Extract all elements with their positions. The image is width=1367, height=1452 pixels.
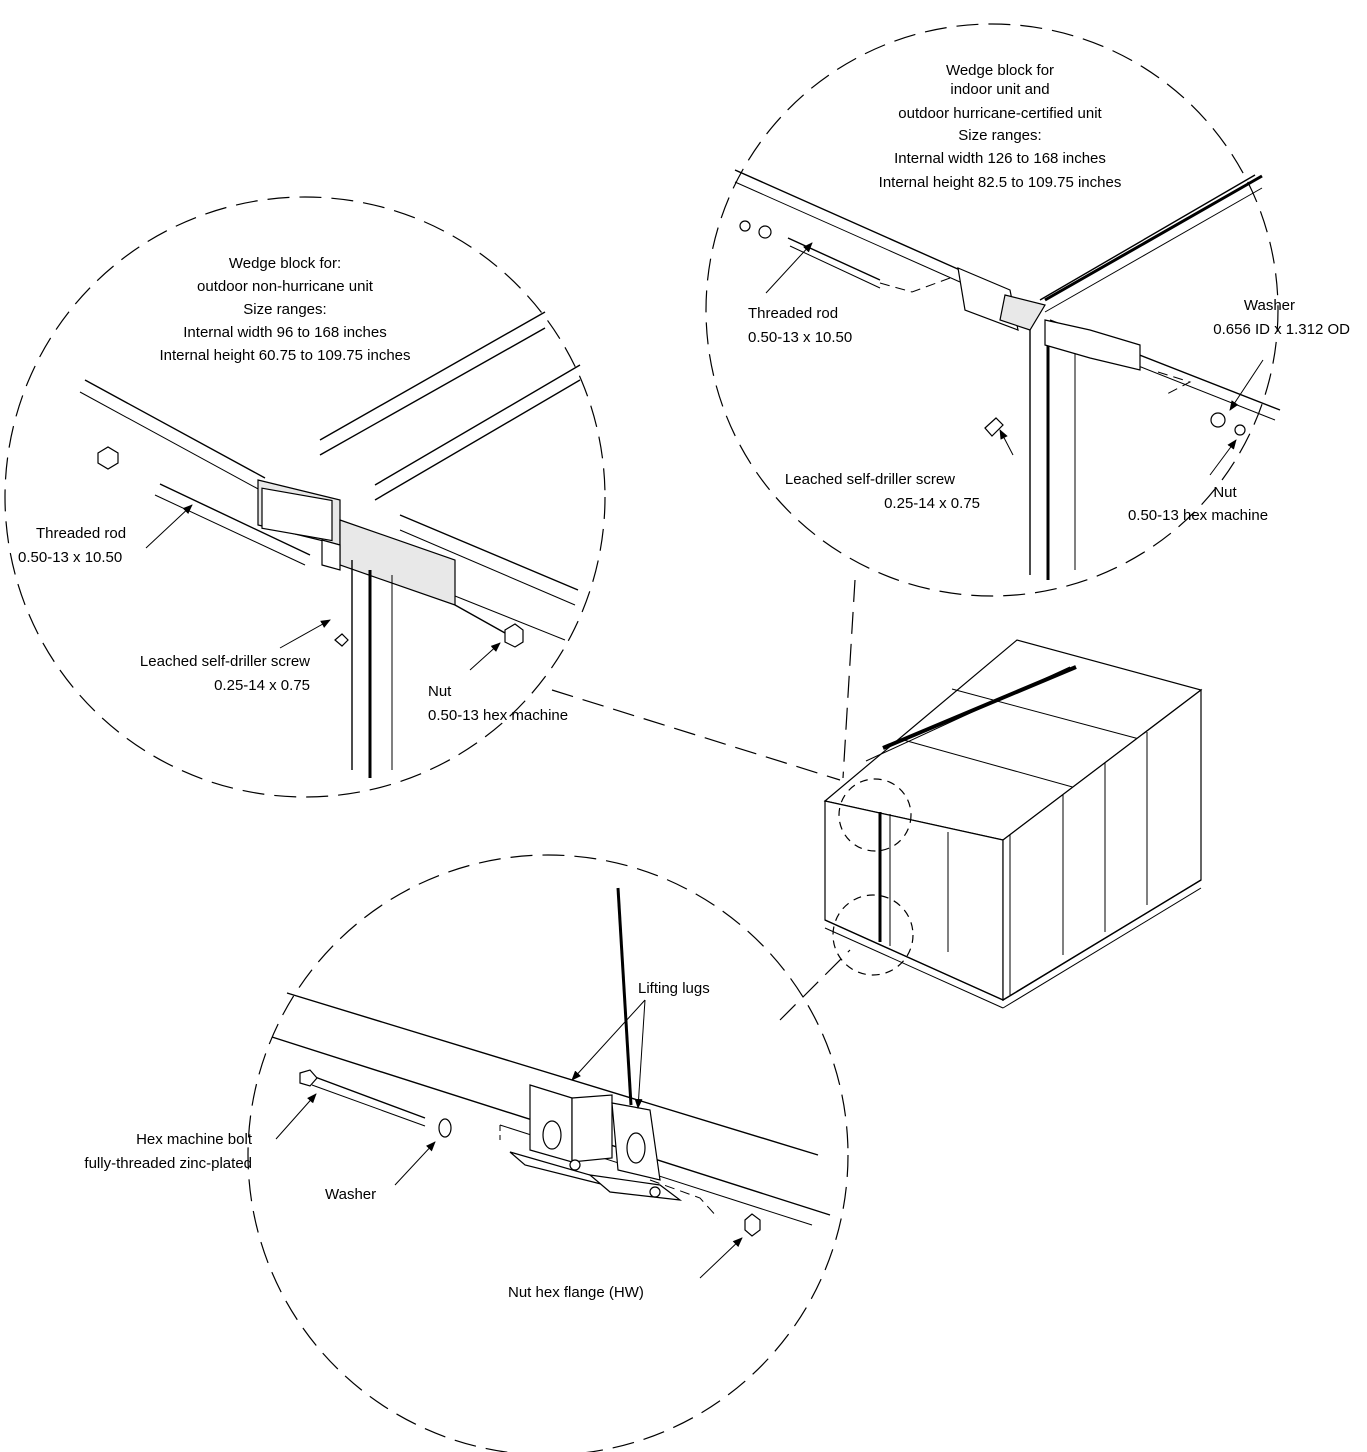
title-line: Internal width 126 to 168 inches (894, 150, 1106, 167)
label-hex-bolt: Hex machine bolt (136, 1131, 253, 1148)
label-washer-tr: Washer (1244, 297, 1295, 314)
title-line: Size ranges: (243, 301, 326, 318)
title-line: indoor unit and (950, 81, 1049, 98)
label-nut-tr-size: 0.50-13 hex machine (1128, 507, 1268, 524)
detail-bottom-drawing (271, 887, 831, 1237)
label-threaded-rod-tr-size: 0.50-13 x 10.50 (748, 329, 852, 346)
title-line: Internal width 96 to 168 inches (183, 324, 386, 341)
detail-circle-bottom (247, 854, 849, 1452)
label-screw-left-size: 0.25-14 x 0.75 (214, 677, 310, 694)
label-hex-bolt-spec: fully-threaded zinc-plated (84, 1155, 252, 1172)
label-threaded-rod-left: Threaded rod (36, 525, 126, 542)
label-nut-tr: Nut (1213, 484, 1237, 501)
title-line: Wedge block for: (229, 255, 341, 272)
rooftop-unit (823, 639, 1203, 1009)
label-threaded-rod-left-size: 0.50-13 x 10.50 (18, 549, 122, 566)
detail-left-drawing (79, 311, 581, 778)
label-washer-bottom: Washer (325, 1186, 376, 1203)
leader-bottom (779, 949, 851, 1021)
label-screw-tr-size: 0.25-14 x 0.75 (884, 495, 980, 512)
detail-top-right-title: Wedge block for indoor unit and outdoor … (879, 62, 1122, 191)
title-line: Internal height 82.5 to 109.75 inches (879, 174, 1122, 191)
label-nut-left-size: 0.50-13 hex machine (428, 707, 568, 724)
title-line: Wedge block for (946, 62, 1054, 79)
detail-left-title: Wedge block for: outdoor non-hurricane u… (159, 255, 410, 364)
label-washer-tr-size: 0.656 ID x 1.312 OD (1213, 321, 1350, 338)
label-screw-left: Leached self-driller screw (140, 653, 310, 670)
detail-circle-top-right (705, 23, 1279, 597)
label-threaded-rod-tr: Threaded rod (748, 305, 838, 322)
detail-circle-left (4, 196, 606, 798)
title-line: outdoor non-hurricane unit (197, 278, 374, 295)
label-nut-bottom: Nut hex flange (HW) (508, 1284, 644, 1301)
label-screw-tr: Leached self-driller screw (785, 471, 955, 488)
leader-left (551, 689, 841, 781)
title-line: outdoor hurricane-certified unit (898, 105, 1102, 122)
label-nut-left: Nut (428, 683, 452, 700)
leader-top-right (842, 579, 856, 779)
title-line: Size ranges: (958, 127, 1041, 144)
title-line: Internal height 60.75 to 109.75 inches (159, 347, 410, 364)
detail-top-right-drawing (734, 169, 1281, 580)
label-lifting-lugs: Lifting lugs (638, 980, 710, 997)
